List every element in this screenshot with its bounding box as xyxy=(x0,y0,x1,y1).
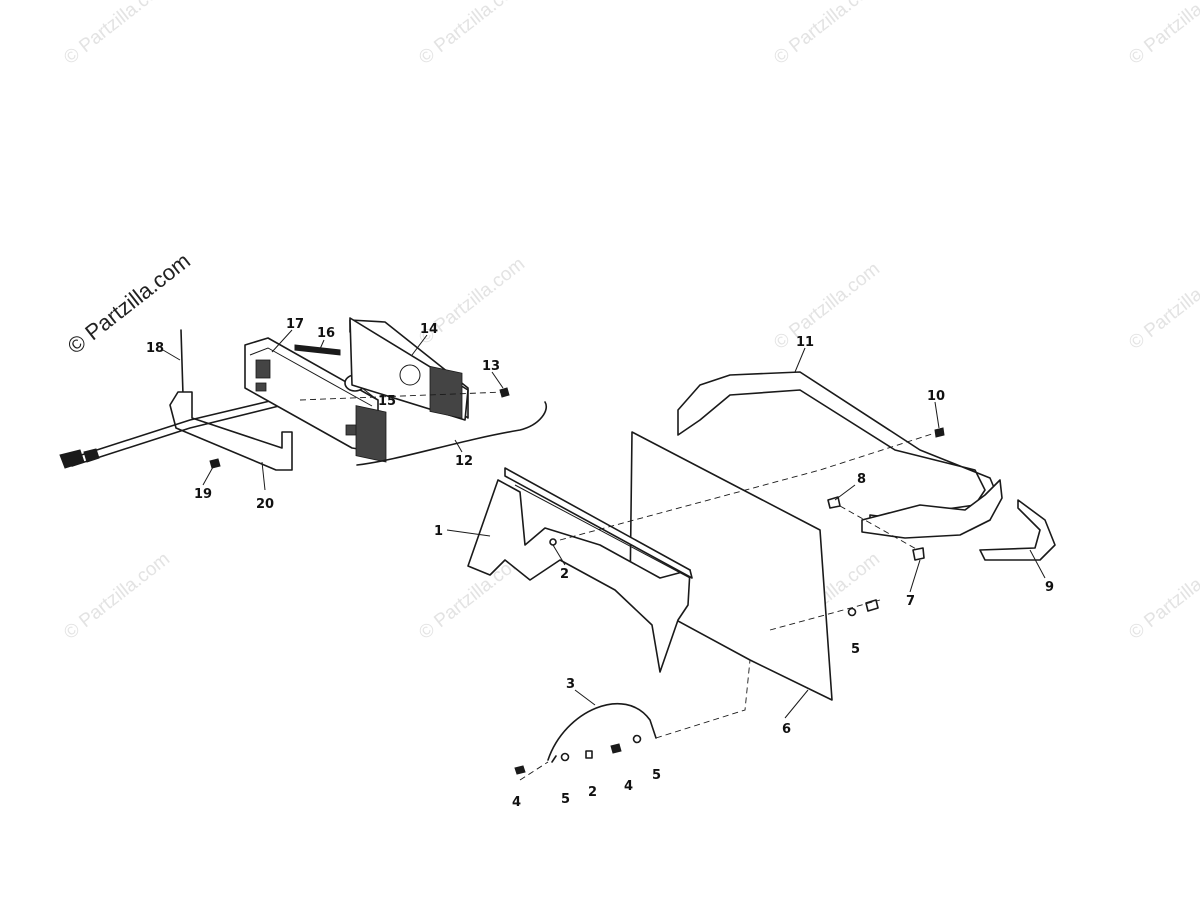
part-9-bumper-strip xyxy=(979,499,1056,561)
part-1-fender xyxy=(467,479,691,673)
watermark: © Partzilla.com xyxy=(1125,259,1200,354)
callout-5: 5 xyxy=(851,642,860,657)
taillight-assembly xyxy=(59,317,547,471)
leader-3 xyxy=(574,689,596,706)
harness-plug xyxy=(83,448,100,463)
watermark: © Partzilla.com xyxy=(770,259,884,354)
leader-11 xyxy=(794,347,806,373)
leader-18 xyxy=(162,349,181,361)
hardware-layer xyxy=(514,427,945,775)
leader-lines xyxy=(162,329,1046,719)
leader-7 xyxy=(909,559,921,593)
leader-10 xyxy=(934,401,940,429)
callout-10: 10 xyxy=(927,389,945,404)
dash-line xyxy=(839,505,919,551)
part-10-bolt xyxy=(934,427,945,438)
callout-7: 7 xyxy=(906,594,915,609)
leader-17 xyxy=(271,329,293,353)
leader-1 xyxy=(446,529,491,537)
part-19-screw xyxy=(209,458,221,469)
watermark: © Partzilla.com xyxy=(1125,549,1200,644)
callout-3: 3 xyxy=(566,677,575,692)
part-2-nut-lower xyxy=(585,750,593,759)
leader-6 xyxy=(784,689,809,719)
housing-detail xyxy=(255,382,267,392)
leader-13 xyxy=(491,371,504,389)
callout-5: 5 xyxy=(652,768,661,783)
part-16-strip xyxy=(294,344,341,356)
leader-2 xyxy=(552,544,566,566)
dash-line xyxy=(769,599,881,631)
housing-detail xyxy=(255,359,271,379)
callout-9: 9 xyxy=(1045,580,1054,595)
part-7-clip-lower xyxy=(865,599,879,612)
part-4-bolt xyxy=(514,765,526,775)
part-4-bolt-right xyxy=(610,743,622,754)
part-18-rod xyxy=(180,329,184,396)
leader-20 xyxy=(261,461,266,491)
fender-top-edge xyxy=(504,467,693,579)
part-13-screw xyxy=(499,387,510,398)
leader-15 xyxy=(361,387,376,399)
callout-14: 14 xyxy=(420,322,438,337)
part-12-wire xyxy=(356,401,547,466)
part-8-nut xyxy=(827,496,841,509)
part-5-washer xyxy=(560,752,570,762)
callout-20: 20 xyxy=(256,497,274,512)
watermark: © Partzilla.com xyxy=(60,549,174,644)
callout-18: 18 xyxy=(146,341,164,356)
part-5-washer-right xyxy=(632,734,642,744)
leader-14 xyxy=(411,334,428,356)
dash-line xyxy=(519,761,549,781)
watermark: © Partzilla.com xyxy=(415,0,529,69)
callout-4: 4 xyxy=(512,795,521,810)
lens-grille xyxy=(355,405,387,463)
leader-8 xyxy=(834,484,856,501)
alignment-lines xyxy=(299,391,936,781)
harness-connector xyxy=(59,449,85,469)
leader-19 xyxy=(202,466,214,486)
dash-line xyxy=(299,391,506,401)
callout-8: 8 xyxy=(857,472,866,487)
dash-line xyxy=(655,659,751,739)
leader-16 xyxy=(319,339,325,350)
partzilla-watermark: © Partzilla.com xyxy=(63,248,195,359)
rear-body-assembly xyxy=(467,371,1056,763)
callout-labels: 1 2 2 3 4 4 5 5 5 6 7 8 9 10 11 12 13 14… xyxy=(146,317,1054,810)
watermark: © Partzilla.com xyxy=(1125,0,1200,69)
fender-crease xyxy=(514,484,691,579)
callout-15: 15 xyxy=(378,394,396,409)
callout-1: 1 xyxy=(434,524,443,539)
frame-rail-end xyxy=(861,479,1003,539)
lens-grille xyxy=(429,365,463,419)
callout-13: 13 xyxy=(482,359,500,374)
wiring-harness-lower xyxy=(71,401,296,467)
callout-2: 2 xyxy=(560,567,569,582)
callout-6: 6 xyxy=(782,722,791,737)
part-2-nut xyxy=(549,538,557,546)
housing-edge xyxy=(249,347,373,407)
callout-4: 4 xyxy=(624,779,633,794)
callout-5: 5 xyxy=(561,792,570,807)
part-7-clip xyxy=(912,547,925,561)
callout-17: 17 xyxy=(286,317,304,332)
watermark: © Partzilla.com xyxy=(770,0,884,69)
leader-9 xyxy=(1029,549,1046,579)
arc-guard-end xyxy=(551,755,557,763)
callout-11: 11 xyxy=(796,335,814,350)
callout-2: 2 xyxy=(588,785,597,800)
lens-center xyxy=(399,364,421,386)
part-3-arc-guard xyxy=(547,702,657,761)
leader-12 xyxy=(454,439,463,453)
wiring-harness xyxy=(71,394,296,459)
callout-16: 16 xyxy=(317,326,335,341)
part-5-washer-panel xyxy=(847,607,857,617)
part-20-bracket xyxy=(169,391,293,471)
callout-19: 19 xyxy=(194,487,212,502)
callout-12: 12 xyxy=(455,454,473,469)
watermark: © Partzilla.com xyxy=(60,0,174,69)
